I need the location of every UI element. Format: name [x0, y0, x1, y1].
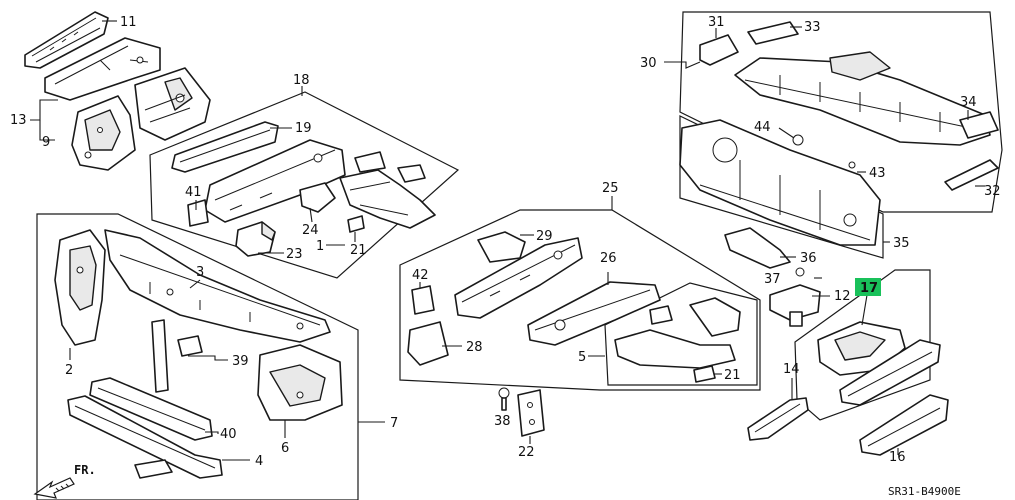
callout-43: 43 [869, 166, 886, 181]
callout-14: 14 [783, 362, 800, 377]
group-box-25 [399, 209, 761, 391]
part-2 [54, 229, 106, 346]
part-dashboard-lower [679, 119, 881, 246]
callout-36: 36 [800, 251, 817, 266]
part-21-b [693, 365, 716, 383]
part-dashboard-upper [734, 51, 991, 146]
leader-lines [30, 20, 985, 461]
group-box-30 [679, 11, 1003, 213]
callout-21-a: 21 [350, 243, 367, 258]
part-34 [959, 111, 999, 139]
part-21-a [347, 215, 365, 233]
callout-5: 5 [578, 350, 586, 365]
arrow-icon [33, 477, 75, 499]
callout-25: 25 [602, 181, 619, 196]
group-box-5 [604, 282, 758, 386]
part-36 [724, 227, 791, 269]
callout-41: 41 [185, 185, 202, 200]
callout-37: 37 [764, 272, 781, 287]
callout-17[interactable]: 17 [860, 281, 878, 296]
callout-40: 40 [220, 427, 237, 442]
part-12 [769, 284, 821, 327]
part-19 [171, 121, 279, 173]
part-1 [339, 151, 436, 229]
callout-13: 13 [10, 113, 27, 128]
callout-33: 33 [804, 20, 821, 35]
callout-38: 38 [494, 414, 511, 429]
callout-28: 28 [466, 340, 483, 355]
part-37 [795, 267, 805, 277]
callout-26: 26 [600, 251, 617, 266]
part-17 [817, 321, 906, 376]
part-26 [527, 281, 661, 346]
part-11-rail [24, 11, 109, 69]
part-5 [614, 297, 741, 369]
part-33 [747, 21, 799, 45]
part-41 [187, 199, 209, 227]
callout-11: 11 [120, 15, 137, 30]
part-43 [848, 161, 856, 169]
part-6 [257, 344, 343, 421]
callout-3: 3 [196, 265, 204, 280]
part-22 [517, 389, 545, 437]
part-24 [299, 182, 336, 213]
part-23 [235, 221, 276, 257]
callout-4: 4 [255, 454, 263, 469]
callout-18: 18 [293, 73, 310, 88]
part-28 [407, 321, 449, 366]
part-40 [89, 377, 213, 441]
part-rail-right [839, 339, 941, 406]
part-strut-mount [134, 67, 211, 141]
part-frame-25 [454, 237, 583, 319]
callout-42: 42 [412, 268, 429, 283]
callout-44: 44 [754, 120, 771, 135]
callout-23: 23 [286, 247, 303, 262]
callout-30: 30 [640, 56, 657, 71]
part-3-bulkhead [104, 229, 331, 343]
callout-32: 32 [984, 184, 1001, 199]
callout-22: 22 [518, 445, 535, 460]
part-9-bracket [71, 95, 136, 171]
part-42 [411, 285, 435, 315]
part-38 [498, 387, 510, 411]
callout-31: 31 [708, 15, 725, 30]
callout-9: 9 [42, 135, 50, 150]
callout-24: 24 [302, 223, 319, 238]
callout-labels: 11 13 9 18 19 41 24 23 1 21 3 2 39 7 40 … [10, 15, 1001, 469]
direction-label: FR. [74, 463, 96, 477]
part-4 [67, 395, 223, 479]
part-pillar [151, 319, 169, 393]
callout-39: 39 [232, 354, 249, 369]
front-direction-indicator: FR. [33, 463, 96, 499]
part-32 [944, 159, 999, 191]
callout-12: 12 [834, 289, 851, 304]
group-box-7 [36, 213, 359, 500]
callout-19: 19 [295, 121, 312, 136]
callout-16: 16 [889, 450, 906, 465]
callout-1: 1 [316, 239, 324, 254]
part-44 [792, 134, 804, 146]
callout-35: 35 [893, 236, 910, 251]
callout-7: 7 [390, 416, 398, 431]
part-16 [859, 394, 949, 456]
part-14 [747, 397, 809, 441]
callout-6: 6 [281, 441, 289, 456]
callout-29: 29 [536, 229, 553, 244]
part-29 [477, 231, 526, 263]
callout-34: 34 [960, 95, 977, 110]
diagram-code: SR31-B4900E [888, 485, 961, 498]
part-31 [699, 34, 739, 66]
part-39 [177, 335, 203, 357]
callout-17-highlight[interactable]: 17 [855, 278, 881, 296]
callout-21-b: 21 [724, 368, 741, 383]
part-rail-upper [44, 37, 161, 101]
callout-2: 2 [65, 363, 73, 378]
